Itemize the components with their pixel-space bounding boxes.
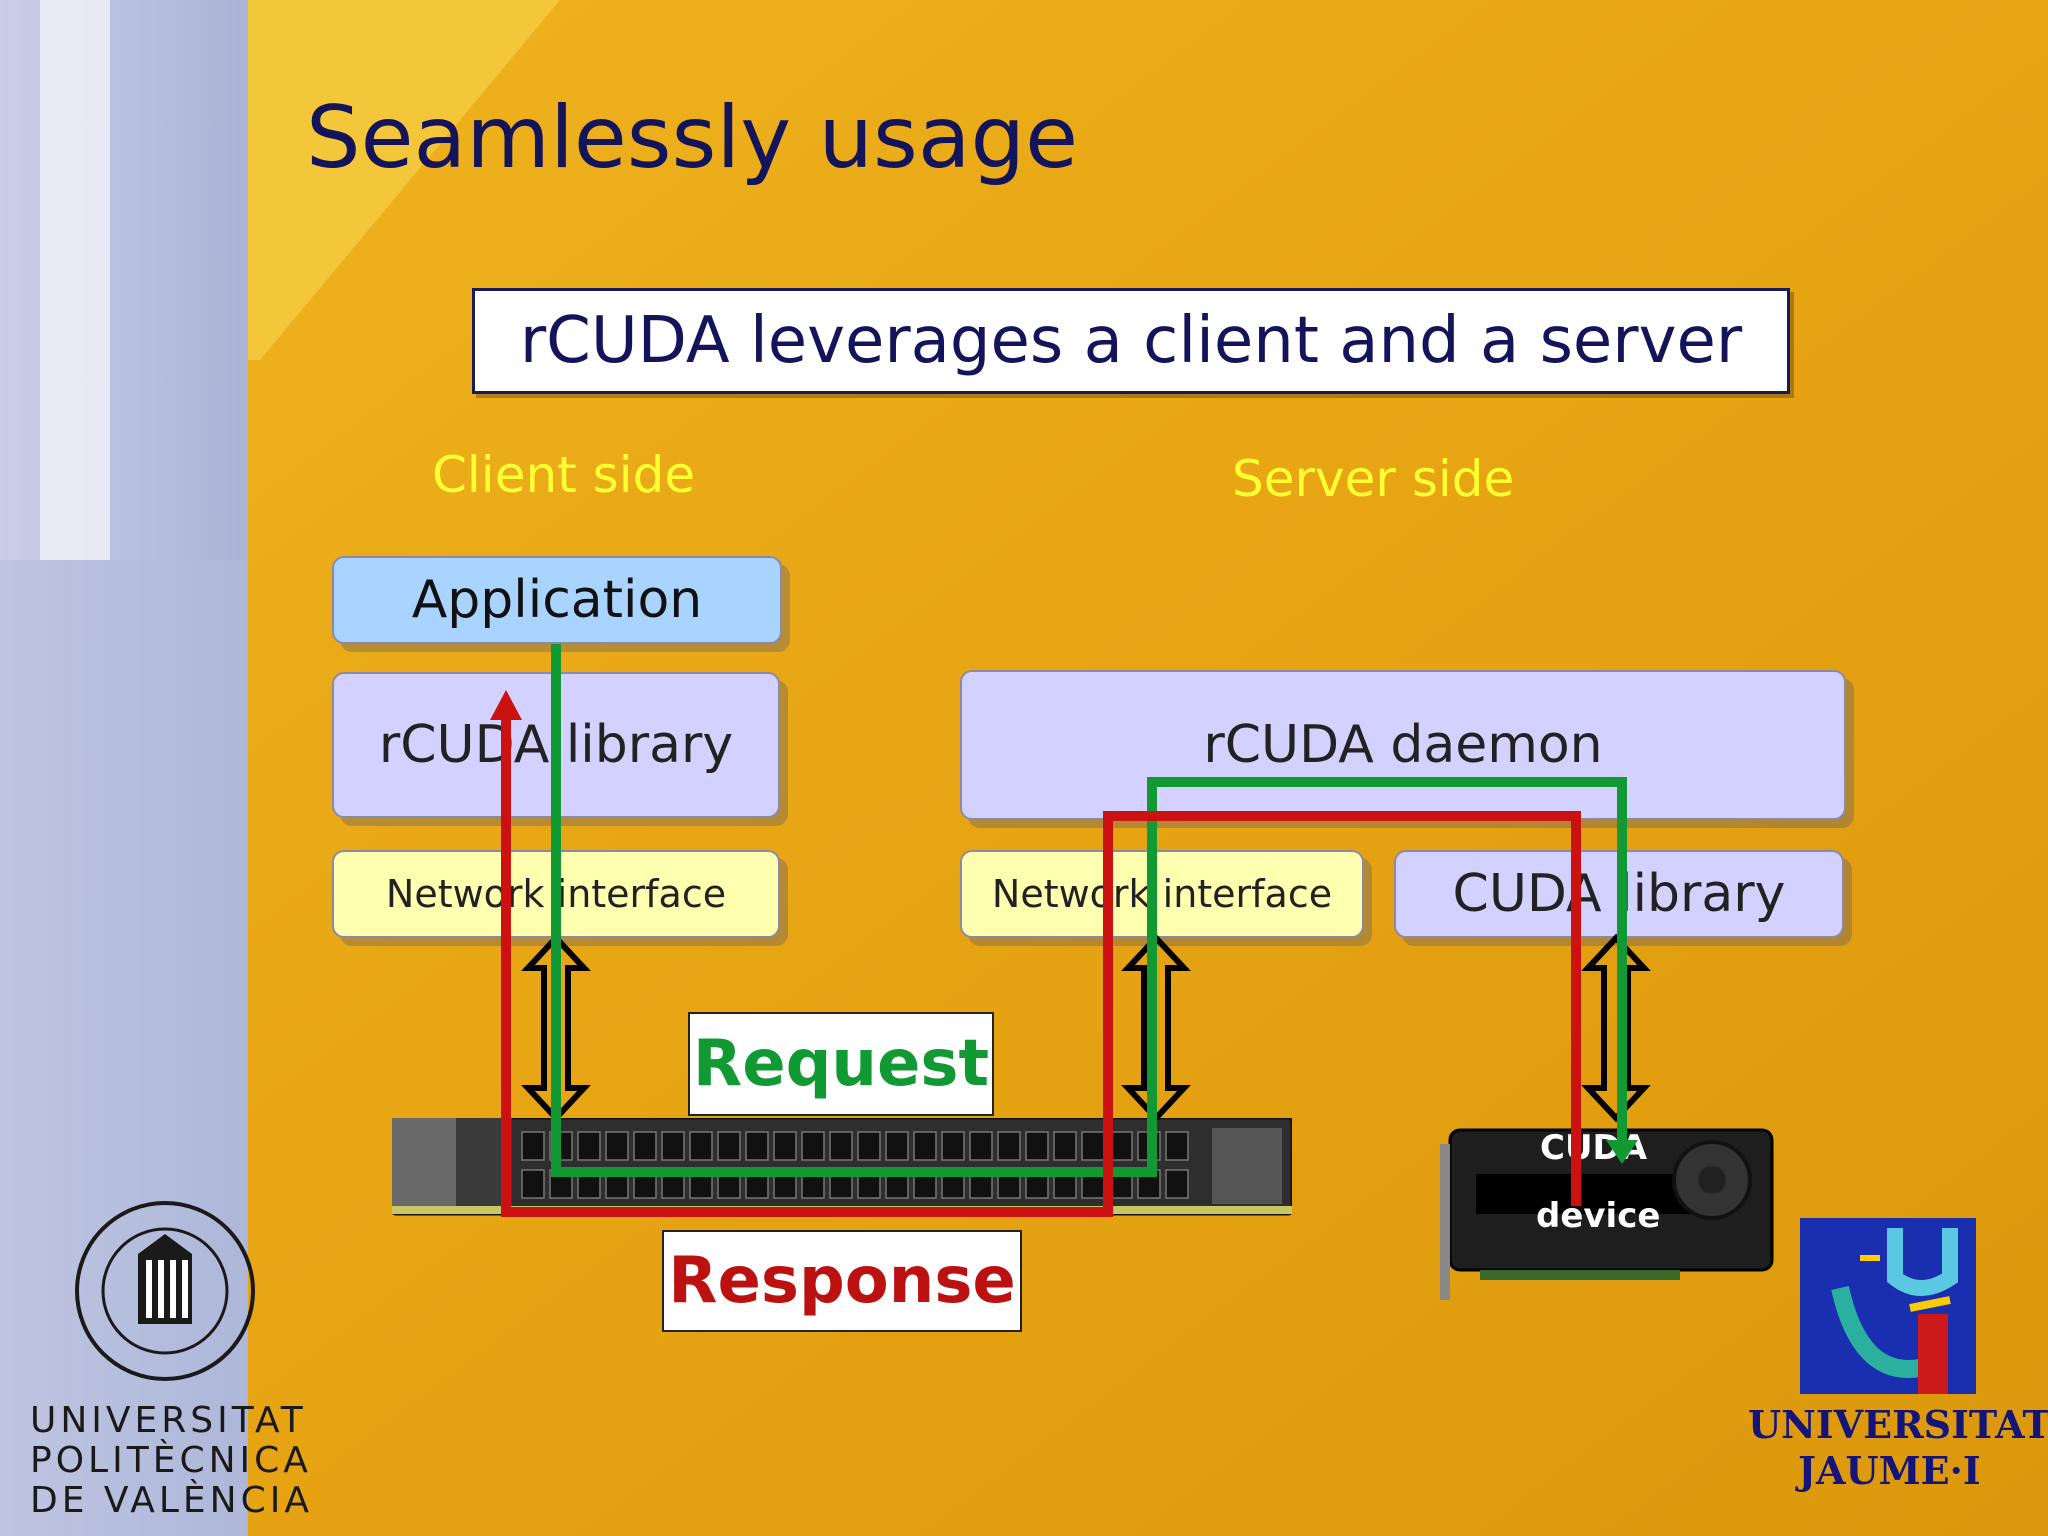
- switch-port: [549, 1131, 573, 1161]
- switch-port: [689, 1131, 713, 1161]
- switch-port: [1081, 1169, 1105, 1199]
- switch-port: [605, 1131, 629, 1161]
- request-label: Request: [692, 1027, 990, 1101]
- switch-port: [1025, 1169, 1049, 1199]
- switch-port: [1109, 1169, 1133, 1199]
- response-label-box: Response: [662, 1230, 1022, 1332]
- switch-port: [633, 1131, 657, 1161]
- server-network-interface-layer: Network interface: [960, 850, 1364, 938]
- client-rcuda-library-label: rCUDA library: [378, 715, 734, 775]
- server-rcuda-daemon-label: rCUDA daemon: [1203, 715, 1603, 775]
- seal-outer-ring: [75, 1201, 255, 1381]
- switch-port: [745, 1131, 769, 1161]
- client-rcuda-library-layer: rCUDA library: [332, 672, 780, 818]
- upv-logo-line1: UNIVERSITAT: [30, 1400, 307, 1441]
- gpu-pcb: [1480, 1270, 1680, 1280]
- uji-logo-bar: [1918, 1314, 1948, 1394]
- server-cuda-library-label: CUDA library: [1452, 864, 1786, 924]
- switch-port: [1137, 1131, 1161, 1161]
- request-label-box: Request: [688, 1012, 994, 1116]
- seal-inner-ring: [101, 1227, 229, 1355]
- subtitle-text: rCUDA leverages a client and a server: [519, 304, 1743, 378]
- upv-seal-logo: [75, 1201, 255, 1381]
- switch-port: [801, 1169, 825, 1199]
- switch-port: [1165, 1169, 1189, 1199]
- switch-port: [1165, 1131, 1189, 1161]
- switch-port: [941, 1169, 965, 1199]
- uji-logo-line1: UNIVERSITAT: [1748, 1402, 2048, 1447]
- switch-port: [1081, 1131, 1105, 1161]
- switch-port: [885, 1131, 909, 1161]
- switch-port: [969, 1169, 993, 1199]
- switch-port: [997, 1169, 1021, 1199]
- switch-port: [745, 1169, 769, 1199]
- server-side-label: Server side: [1232, 450, 1515, 508]
- switch-port: [1053, 1169, 1077, 1199]
- server-network-interface-label: Network interface: [991, 872, 1333, 916]
- switch-port: [913, 1131, 937, 1161]
- switch-port: [661, 1169, 685, 1199]
- switch-port: [801, 1131, 825, 1161]
- slide-title: Seamlessly usage: [306, 88, 1079, 188]
- switch-port: [633, 1169, 657, 1199]
- switch-port: [1137, 1169, 1161, 1199]
- switch-port: [577, 1131, 601, 1161]
- switch-status-panel: [456, 1118, 512, 1214]
- server-cuda-library-layer: CUDA library: [1394, 850, 1844, 938]
- uji-logo-curve: [1831, 1285, 1922, 1378]
- upv-logo-line2: POLITÈCNICA: [30, 1440, 312, 1481]
- server-rcuda-daemon-layer: rCUDA daemon: [960, 670, 1846, 820]
- switch-port: [857, 1169, 881, 1199]
- switch-port: [1053, 1131, 1077, 1161]
- switch-port: [941, 1131, 965, 1161]
- switch-port: [773, 1169, 797, 1199]
- switch-port: [857, 1131, 881, 1161]
- switch-port: [969, 1131, 993, 1161]
- uji-logo-cup: [1887, 1228, 1958, 1296]
- gpu-name-label: CUDA: [1540, 1128, 1648, 1168]
- switch-port: [661, 1131, 685, 1161]
- client-network-interface-layer: Network interface: [332, 850, 780, 938]
- client-application-label: Application: [411, 570, 703, 630]
- switch-port: [773, 1131, 797, 1161]
- switch-port: [521, 1131, 545, 1161]
- uji-logo: [1800, 1218, 1976, 1394]
- subtitle-box: rCUDA leverages a client and a server: [472, 288, 1790, 394]
- switch-port: [717, 1169, 741, 1199]
- client-side-label: Client side: [432, 446, 696, 504]
- client-network-interface-label: Network interface: [385, 872, 727, 916]
- switch-port: [829, 1169, 853, 1199]
- switch-port: [997, 1131, 1021, 1161]
- seal-crown: [138, 1234, 192, 1254]
- response-label: Response: [668, 1244, 1016, 1318]
- switch-port: [577, 1169, 601, 1199]
- gpu-bracket: [1440, 1144, 1450, 1300]
- switch-port: [1025, 1131, 1049, 1161]
- switch-sfp-panel: [1212, 1128, 1282, 1204]
- upv-logo-line3: DE VALÈNCIA: [30, 1480, 313, 1521]
- switch-port: [689, 1169, 713, 1199]
- switch-port: [717, 1131, 741, 1161]
- gpu-fan-hub: [1698, 1166, 1726, 1194]
- uji-logo-crown: [1909, 1296, 1951, 1312]
- switch-port: [605, 1169, 629, 1199]
- gpu-device-label: device: [1536, 1196, 1661, 1236]
- uji-logo-line2: JAUME·I: [1798, 1448, 1981, 1493]
- switch-port: [1109, 1131, 1133, 1161]
- switch-port: [549, 1169, 573, 1199]
- switch-led-strip: [392, 1206, 1292, 1214]
- switch-left-panel: [392, 1118, 456, 1214]
- switch-port: [913, 1169, 937, 1199]
- client-application-layer: Application: [332, 556, 782, 644]
- switch-port: [521, 1169, 545, 1199]
- network-switch: [392, 1118, 1292, 1216]
- switch-port: [885, 1169, 909, 1199]
- switch-port: [829, 1131, 853, 1161]
